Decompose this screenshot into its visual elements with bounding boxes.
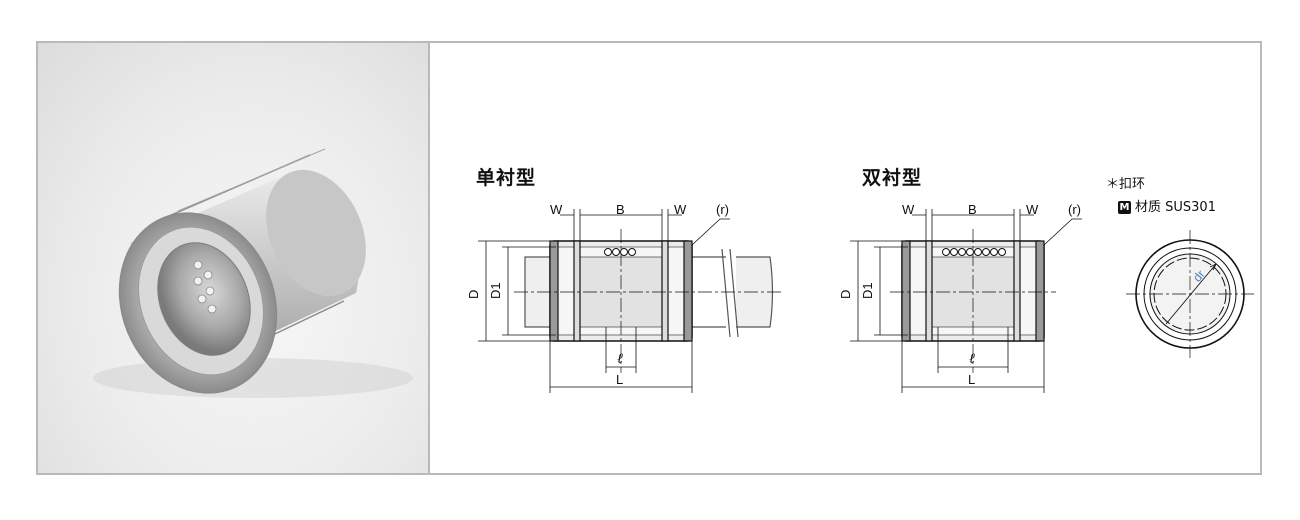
dim2-D1: D1 [860, 282, 875, 299]
material-text: 材质 SUS301 [1135, 200, 1216, 215]
material-badge: M [1118, 201, 1131, 214]
double-liner-title: 双衬型 [862, 167, 923, 189]
dim2-D: D [838, 290, 853, 299]
single-liner-drawing [478, 209, 782, 393]
dim2-l: ℓ [969, 352, 975, 367]
product-frame: 单衬型 双衬型 ＊扣环 M 材质 SUS301 [36, 41, 1262, 475]
dim2-r: (r) [1068, 202, 1081, 217]
technical-drawing: 单衬型 双衬型 ＊扣环 M 材质 SUS301 [430, 43, 1260, 473]
dim-r: (r) [716, 202, 729, 217]
bushing-render [93, 148, 413, 398]
dim2-L: L [968, 372, 975, 387]
single-liner-title: 单衬型 [476, 167, 537, 189]
material-note: M 材质 SUS301 [1118, 196, 1216, 215]
dim2-B: B [968, 202, 977, 217]
dim-B: B [616, 202, 625, 217]
double-liner-drawing [850, 209, 1082, 393]
end-view-drawing [1126, 230, 1254, 358]
dim-l: ℓ [617, 352, 623, 367]
dim-D: D [466, 290, 481, 299]
retaining-ring-note: ＊扣环 [1106, 177, 1146, 192]
dim-W-left: W [550, 202, 563, 217]
dim-L: L [616, 372, 623, 387]
dim2-W-right: W [1026, 202, 1039, 217]
dim-W-right: W [674, 202, 687, 217]
drawing-svg: W B W (r) D D1 ℓ L [466, 202, 1254, 393]
dim-D1: D1 [488, 282, 503, 299]
product-photo [38, 43, 430, 473]
dim2-W-left: W [902, 202, 915, 217]
